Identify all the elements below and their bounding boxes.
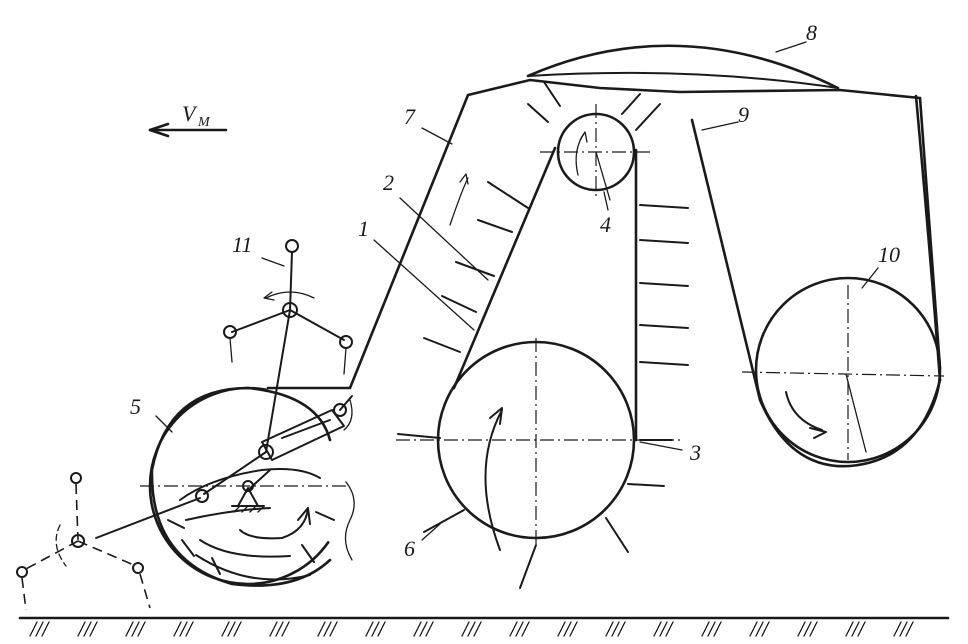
ground-hatch-mark (467, 621, 476, 637)
ground-hatch-mark (557, 621, 566, 637)
label-6: 6 (404, 536, 415, 561)
ground-hatch-mark (89, 621, 98, 637)
ground (18, 616, 950, 637)
ground-hatch-mark (29, 621, 38, 637)
ground-hatch-mark (749, 621, 758, 637)
ground-hatch-mark (323, 621, 332, 637)
label-9: 9 (738, 102, 749, 127)
upper-drum (527, 81, 661, 201)
ground-hatch-mark (425, 621, 434, 637)
ground-hatch-mark (365, 621, 374, 637)
ground-hatch-mark (419, 621, 428, 637)
leader-lines (155, 41, 879, 541)
ground-hatch-mark (653, 621, 662, 637)
ground-hatch-mark (179, 621, 188, 637)
ground-hatch-mark (317, 621, 326, 637)
label-2: 2 (383, 170, 394, 195)
ground-hatch-mark (83, 621, 92, 637)
velocity-label: V (182, 101, 198, 126)
ground-hatch-mark (797, 621, 806, 637)
ground-hatch-mark (515, 621, 524, 637)
label-4: 4 (600, 212, 611, 237)
ground-hatch-mark (803, 621, 812, 637)
hydraulic-arm (95, 309, 353, 539)
ground-hatch-mark (809, 621, 818, 637)
ground-hatch-mark (851, 621, 860, 637)
ground-hatch-mark (131, 621, 140, 637)
ground-hatch-mark (521, 621, 530, 637)
ground-hatch-mark (665, 621, 674, 637)
ground-hatch-mark (413, 621, 422, 637)
ground-hatch-mark (275, 621, 284, 637)
ground-hatch-mark (221, 621, 230, 637)
label-11: 11 (232, 232, 252, 257)
top-cover (526, 44, 840, 90)
ground-hatch-mark (845, 621, 854, 637)
pickup-guard (343, 399, 355, 561)
ground-hatch-mark (617, 621, 626, 637)
ground-hatch-mark (125, 621, 134, 637)
velocity-subscript: M (197, 115, 211, 130)
ground-hatch-mark (137, 621, 146, 637)
tedder-lowered (16, 472, 151, 611)
ground-hatch-mark (227, 621, 236, 637)
ground-hatch-mark (371, 621, 380, 637)
label-1: 1 (358, 216, 369, 241)
ground-hatch-mark (77, 621, 86, 637)
ground-hatch-mark (755, 621, 764, 637)
label-5: 5 (130, 394, 141, 419)
ground-hatch-mark (611, 621, 620, 637)
lower-drum (396, 338, 680, 589)
ground-hatch-mark (761, 621, 770, 637)
ground-hatch-mark (713, 621, 722, 637)
ground-hatch-mark (905, 621, 914, 637)
ground-hatch-mark (563, 621, 572, 637)
ground-hatch-mark (185, 621, 194, 637)
label-7: 7 (404, 104, 416, 129)
ground-hatch-mark (281, 621, 290, 637)
ground-hatch-mark (509, 621, 518, 637)
ground-hatch-mark (659, 621, 668, 637)
ground-hatch-mark (473, 621, 482, 637)
tedder-raised (223, 239, 353, 375)
callouts: 1 2 3 4 5 6 7 8 9 10 11 (130, 20, 900, 561)
ground-hatch-mark (461, 621, 470, 637)
chain-conveyor (423, 146, 689, 442)
ground-hatch-mark (377, 621, 386, 637)
label-8: 8 (806, 20, 817, 45)
label-3: 3 (689, 440, 701, 465)
ground-hatch-mark (569, 621, 578, 637)
conveyor-guide (449, 173, 469, 226)
ground-hatch-mark (707, 621, 716, 637)
ground-hatch-mark (899, 621, 908, 637)
ground-hatch-mark (329, 621, 338, 637)
ground-hatch-mark (35, 621, 44, 637)
ground-hatch-mark (173, 621, 182, 637)
ground-hatch-mark (605, 621, 614, 637)
pickup-reel (140, 386, 350, 587)
ground-hatch-mark (857, 621, 866, 637)
ground-hatch-mark (41, 621, 50, 637)
belt-conveyor (690, 94, 945, 468)
ground-hatch-mark (701, 621, 710, 637)
ground-hatch-mark (893, 621, 902, 637)
velocity-arrow: V M (148, 101, 228, 138)
ground-hatch-mark (233, 621, 242, 637)
label-10: 10 (878, 242, 900, 267)
ground-hatch-mark (269, 621, 278, 637)
